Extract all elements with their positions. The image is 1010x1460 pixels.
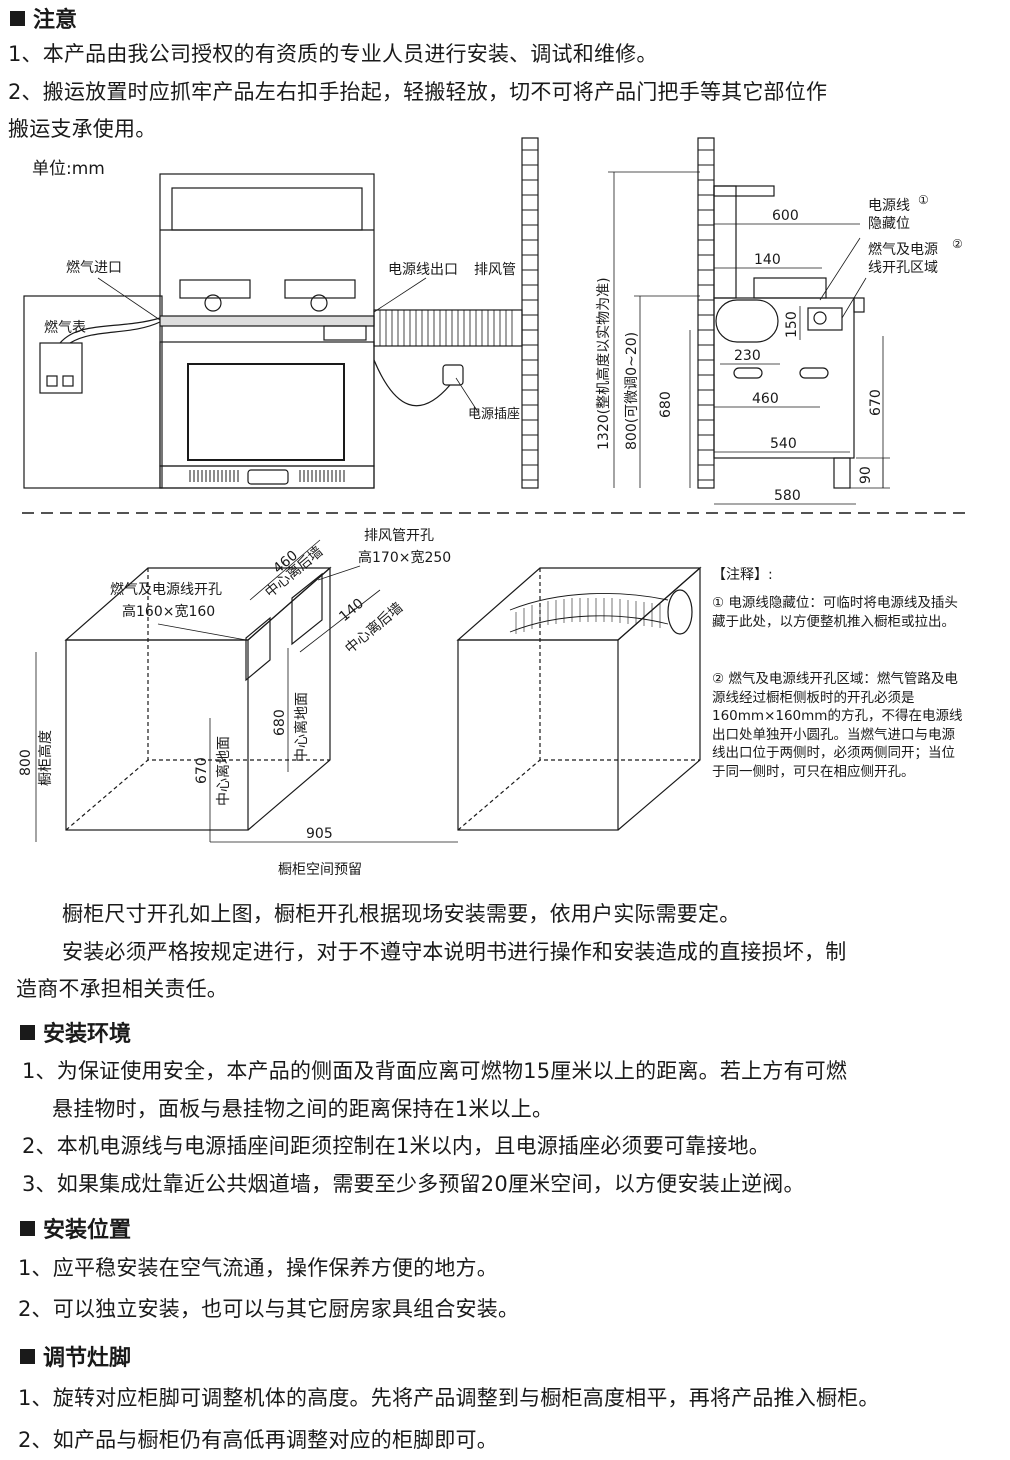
dim-230: 230: [734, 348, 761, 364]
feet-item-2: 2、如产品与橱柜仍有高低再调整对应的柜脚即可。: [18, 1428, 498, 1452]
label-exhaust-pipe: 排风管: [474, 262, 516, 278]
body-paragraph-2: 安装必须严格按规定进行，对于不遵守本说明书进行操作和安装造成的直接损坏，制: [62, 940, 847, 964]
section-heading-environment: 安装环境: [20, 1016, 131, 1048]
side-counter: [23, 295, 163, 489]
label-gas-hole-1: 燃气及电源线开孔: [110, 581, 222, 598]
heading-text: 安装位置: [43, 1218, 132, 1243]
dim-total-height: 1320(整机高度以实物为准): [595, 277, 612, 450]
power-socket: [442, 364, 464, 386]
heading-text: 注意: [33, 8, 78, 33]
dim-540: 540: [770, 436, 797, 452]
label-gas-area-1: 燃气及电源: [868, 241, 938, 258]
pos-item-2: 2、可以独立安装，也可以与其它厨房家具组合安装。: [18, 1297, 520, 1321]
label-exhaust-hole-2: 高170×宽250: [358, 549, 451, 566]
dim-670: 670: [868, 389, 884, 416]
dim-680: 680: [658, 391, 674, 418]
label-gas-area-2: 线开孔区域: [868, 260, 938, 276]
stove-body: [159, 173, 375, 489]
env-item-3: 3、如果集成灶靠近公共烟道墙，需要至少多预留20厘米空间，以方便安装止逆阀。: [22, 1172, 805, 1196]
env-item-1-cont: 悬挂物时，面板与悬挂物之间的距离保持在1米以上。: [52, 1097, 554, 1121]
feet-item-1: 1、旋转对应柜脚可调整机体的高度。先将产品调整到与橱柜高度相平，再将产品推入橱柜…: [18, 1386, 880, 1410]
label-gas-inlet: 燃气进口: [66, 259, 122, 276]
body-paragraph-1: 橱柜尺寸开孔如上图，橱柜开孔根据现场安装需要，依用户实际需要定。: [62, 902, 741, 926]
gas-meter-box: [39, 342, 83, 394]
label-center-ground-a: 中心离地面: [293, 692, 310, 762]
label-gas-meter: 燃气表: [44, 319, 86, 336]
dim-140: 140: [754, 252, 781, 268]
exhaust-hole-left: [291, 572, 323, 646]
label-power-socket: 电源插座: [468, 407, 520, 422]
section-heading-feet: 调节灶脚: [20, 1340, 131, 1372]
notes-title: 【注释】:: [712, 567, 773, 583]
dim-800: 800: [18, 749, 34, 776]
dim-90: 90: [858, 466, 874, 484]
label-cord-hide-1: 电源线: [868, 198, 910, 214]
body-paragraph-2-cont: 造商不承担相关责任。: [16, 977, 228, 1001]
dim-460: 460: [752, 391, 779, 407]
dim-670-ground: 670: [194, 757, 210, 784]
square-bullet-icon: [20, 1025, 35, 1040]
env-item-1: 1、为保证使用安全，本产品的侧面及背面应离可燃物15厘米以上的距离。若上方有可燃: [22, 1059, 848, 1083]
heading-text: 调节灶脚: [43, 1346, 132, 1371]
notice-item-1: 1、本产品由我公司授权的有资质的专业人员进行安装、调试和维修。: [8, 42, 658, 66]
section-heading-position: 安装位置: [20, 1212, 131, 1244]
label-exhaust-hole-1: 排风管开孔: [364, 528, 434, 544]
dim-905: 905: [306, 826, 333, 842]
gas-hole: [245, 616, 271, 682]
notice-item-2-cont: 搬运支承使用。: [8, 117, 157, 141]
dim-600: 600: [772, 208, 799, 224]
dim-150: 150: [784, 311, 800, 338]
label-cabinet-space: 橱柜空间预留: [278, 862, 362, 878]
section-heading-notice: 注意: [10, 2, 77, 34]
brick-wall-left: [521, 137, 539, 489]
cabinet-diagram: 排风管开孔 高170×宽250 燃气及电源线开孔 高160×宽160 460 中…: [18, 528, 702, 878]
exhaust-pipe-end: [667, 589, 693, 635]
label-power-outlet: 电源线出口: [388, 262, 458, 278]
rear-hood-arm: [713, 185, 775, 197]
label-gas-hole-2: 高160×宽160: [122, 603, 215, 620]
installation-diagram-top: 单位:mm 燃气进口 燃气表 电源线出口 排风管 电源插座 1320(整机高度以…: [22, 137, 972, 514]
right-cabinet-top: [456, 567, 702, 641]
square-bullet-icon: [20, 1221, 35, 1236]
label-cabinet-height: 橱柜高度: [37, 730, 54, 786]
square-bullet-icon: [20, 1349, 35, 1364]
dim-adjust-height: 800(可微调0~20): [624, 332, 640, 450]
square-bullet-icon: [10, 11, 25, 26]
label-center-ground-b: 中心离地面: [215, 736, 232, 806]
marker-2: ②: [952, 237, 963, 251]
env-item-2: 2、本机电源线与电源插座间距须控制在1米以内，且电源插座必须要可靠接地。: [22, 1134, 770, 1158]
note-2: ② 燃气及电源线开孔区域：燃气管路及电源线经过橱柜侧板时的开孔必须是160mm×…: [712, 671, 963, 780]
heading-text: 安装环境: [43, 1022, 132, 1047]
note-1: ① 电源线隐藏位：可临时将电源线及插头藏于此处，以方便整机推入橱柜或拉出。: [712, 595, 958, 630]
marker-1: ①: [918, 193, 929, 207]
unit-label: 单位:mm: [32, 159, 105, 179]
label-cord-hide-2: 隐藏位: [868, 216, 910, 232]
dim-680-ground: 680: [272, 709, 288, 736]
notice-item-2: 2、搬运放置时应抓牢产品左右扣手抬起，轻搬轻放，切不可将产品门把手等其它部位作: [8, 80, 828, 104]
pos-item-1: 1、应平稳安装在空气流通，操作保养方便的地方。: [18, 1256, 498, 1280]
dim-580: 580: [774, 488, 801, 504]
